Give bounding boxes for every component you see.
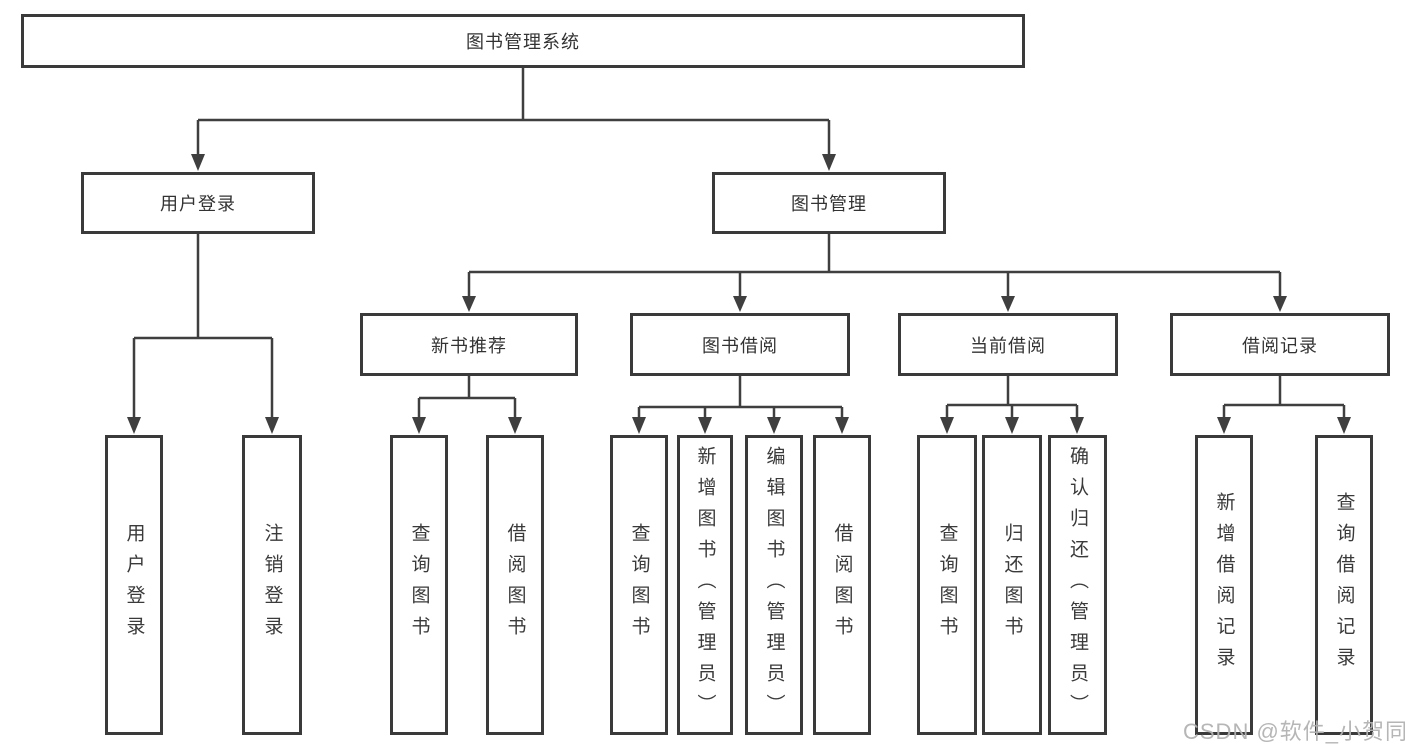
node-root-system: 图书管理系统 (21, 14, 1025, 68)
leaf-borrow-book-borrow: 借阅图书 (813, 435, 871, 735)
node-root-system-label: 图书管理系统 (466, 32, 580, 52)
leaf-return-book-label: 归还图书 (1001, 523, 1023, 647)
leaf-borrow-book-recommend-label: 借阅图书 (504, 523, 526, 647)
node-current-borrow: 当前借阅 (898, 313, 1118, 376)
leaf-edit-book-admin: 编辑图书（管理员） (745, 435, 803, 735)
leaf-user-login: 用户登录 (105, 435, 163, 735)
leaf-return-book: 归还图书 (982, 435, 1042, 735)
csdn-watermark: CSDN @软件_小贺同学 (1183, 719, 1405, 744)
leaf-add-book-admin: 新增图书（管理员） (677, 435, 733, 735)
node-borrow-record: 借阅记录 (1170, 313, 1390, 376)
node-borrow-record-label: 借阅记录 (1242, 335, 1318, 356)
leaf-confirm-return-admin-label: 确认归还（管理员） (1067, 445, 1088, 725)
node-user-login-branch-label: 用户登录 (160, 194, 236, 214)
leaf-add-borrow-record: 新增借阅记录 (1195, 435, 1253, 735)
leaf-query-borrow-record: 查询借阅记录 (1315, 435, 1373, 735)
node-user-login-branch: 用户登录 (81, 172, 315, 234)
leaf-edit-book-admin-label: 编辑图书（管理员） (763, 445, 785, 725)
leaf-add-borrow-record-label: 新增借阅记录 (1213, 492, 1235, 678)
leaf-borrow-book-borrow-label: 借阅图书 (831, 523, 853, 647)
leaf-query-book-recommend: 查询图书 (390, 435, 448, 735)
leaf-confirm-return-admin: 确认归还（管理员） (1048, 435, 1107, 735)
node-new-book-recommend: 新书推荐 (360, 313, 578, 376)
leaf-query-book-borrow: 查询图书 (610, 435, 668, 735)
node-book-management-branch-label: 图书管理 (791, 194, 867, 214)
arrowhead-icons (127, 154, 1351, 434)
leaf-query-book-current-label: 查询图书 (936, 523, 958, 647)
leaf-add-book-admin-label: 新增图书（管理员） (694, 445, 716, 725)
leaf-query-book-current: 查询图书 (917, 435, 977, 735)
leaf-logout: 注销登录 (242, 435, 302, 735)
node-book-borrow: 图书借阅 (630, 313, 850, 376)
leaf-query-borrow-record-label: 查询借阅记录 (1333, 492, 1355, 678)
leaf-borrow-book-recommend: 借阅图书 (486, 435, 544, 735)
node-book-borrow-label: 图书借阅 (702, 335, 778, 356)
node-book-management-branch: 图书管理 (712, 172, 946, 234)
leaf-query-book-borrow-label: 查询图书 (628, 523, 650, 647)
node-new-book-recommend-label: 新书推荐 (431, 335, 507, 356)
leaf-query-book-recommend-label: 查询图书 (408, 523, 430, 647)
leaf-logout-label: 注销登录 (261, 523, 283, 647)
node-current-borrow-label: 当前借阅 (970, 335, 1046, 356)
leaf-user-login-label: 用户登录 (123, 523, 145, 647)
